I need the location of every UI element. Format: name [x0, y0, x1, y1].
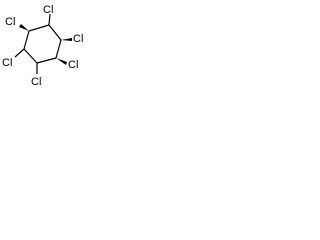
ring-bond-top	[28, 24, 50, 32]
ring-bond-bottom	[36, 57, 57, 64]
molecule-canvas: Cl Cl Cl Cl Cl Cl	[0, 0, 91, 93]
hexachlorocyclohexane-structure: Cl Cl Cl Cl Cl Cl	[2, 4, 83, 88]
atom-label-cl-left: Cl	[2, 57, 12, 69]
bond-top-left-cl-wedge	[19, 24, 29, 31]
atom-label-cl-bottom-right: Cl	[68, 59, 78, 71]
ring-bond-top-right	[48, 24, 62, 41]
bond-left-cl	[14, 48, 25, 58]
ring-bond-bottom-left	[23, 48, 38, 64]
bond-top-cl	[48, 13, 51, 26]
ring-bond-right	[55, 39, 62, 59]
atom-label-cl-top-left: Cl	[5, 16, 15, 28]
atom-label-cl-right: Cl	[73, 33, 83, 45]
ring-bond-left	[23, 30, 30, 50]
atom-label-cl-top: Cl	[43, 4, 53, 16]
atom-label-cl-bottom: Cl	[31, 76, 41, 88]
bond-right-cl-wedge	[61, 38, 72, 41]
bond-bottom-right-cl-wedge	[56, 58, 67, 65]
